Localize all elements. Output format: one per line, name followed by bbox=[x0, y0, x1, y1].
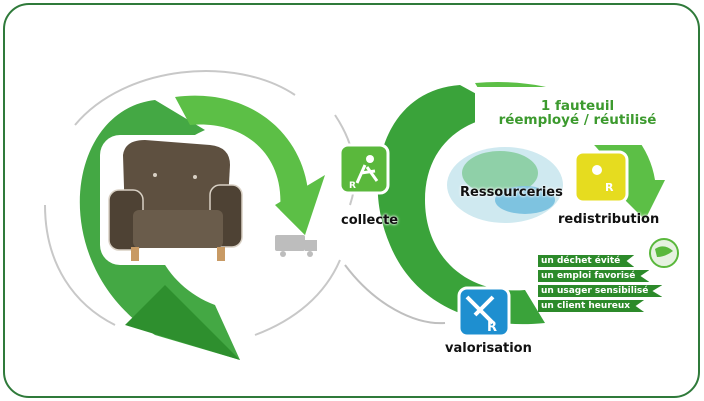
scene: R R R bbox=[44, 70, 679, 360]
svg-text:R: R bbox=[605, 181, 614, 194]
center-label: Ressourceries bbox=[460, 185, 563, 200]
benefit-item: un usager sensibilisé bbox=[538, 285, 663, 297]
flow-arrow bbox=[344, 264, 446, 325]
svg-text:R: R bbox=[487, 320, 497, 335]
headline-line2: réemployé / réutilisé bbox=[498, 112, 657, 128]
benefit-item: un déchet évité bbox=[538, 255, 635, 267]
svg-text:R: R bbox=[349, 181, 356, 191]
diagram-frame: R R R 1 fauteuil réemployé / réutilisé R… bbox=[3, 3, 700, 398]
benefit-item: un client heureux bbox=[538, 300, 645, 312]
valorisation-tile: R bbox=[457, 286, 511, 338]
step-valorisation: valorisation bbox=[445, 341, 532, 356]
headline-line1: 1 fauteuil bbox=[540, 98, 615, 114]
armchair-illustration bbox=[100, 135, 250, 265]
globe-icon bbox=[649, 238, 679, 268]
benefit-item: un emploi favorisé bbox=[538, 270, 650, 282]
redistribution-tile: R bbox=[573, 150, 629, 204]
ressourceries-logo bbox=[447, 147, 563, 223]
headline-box: 1 fauteuil réemployé / réutilisé bbox=[475, 87, 680, 145]
step-redistribution: redistribution bbox=[558, 212, 660, 227]
truck-icon bbox=[275, 235, 317, 257]
collecte-tile: R bbox=[338, 143, 390, 195]
step-collecte: collecte bbox=[341, 213, 399, 228]
